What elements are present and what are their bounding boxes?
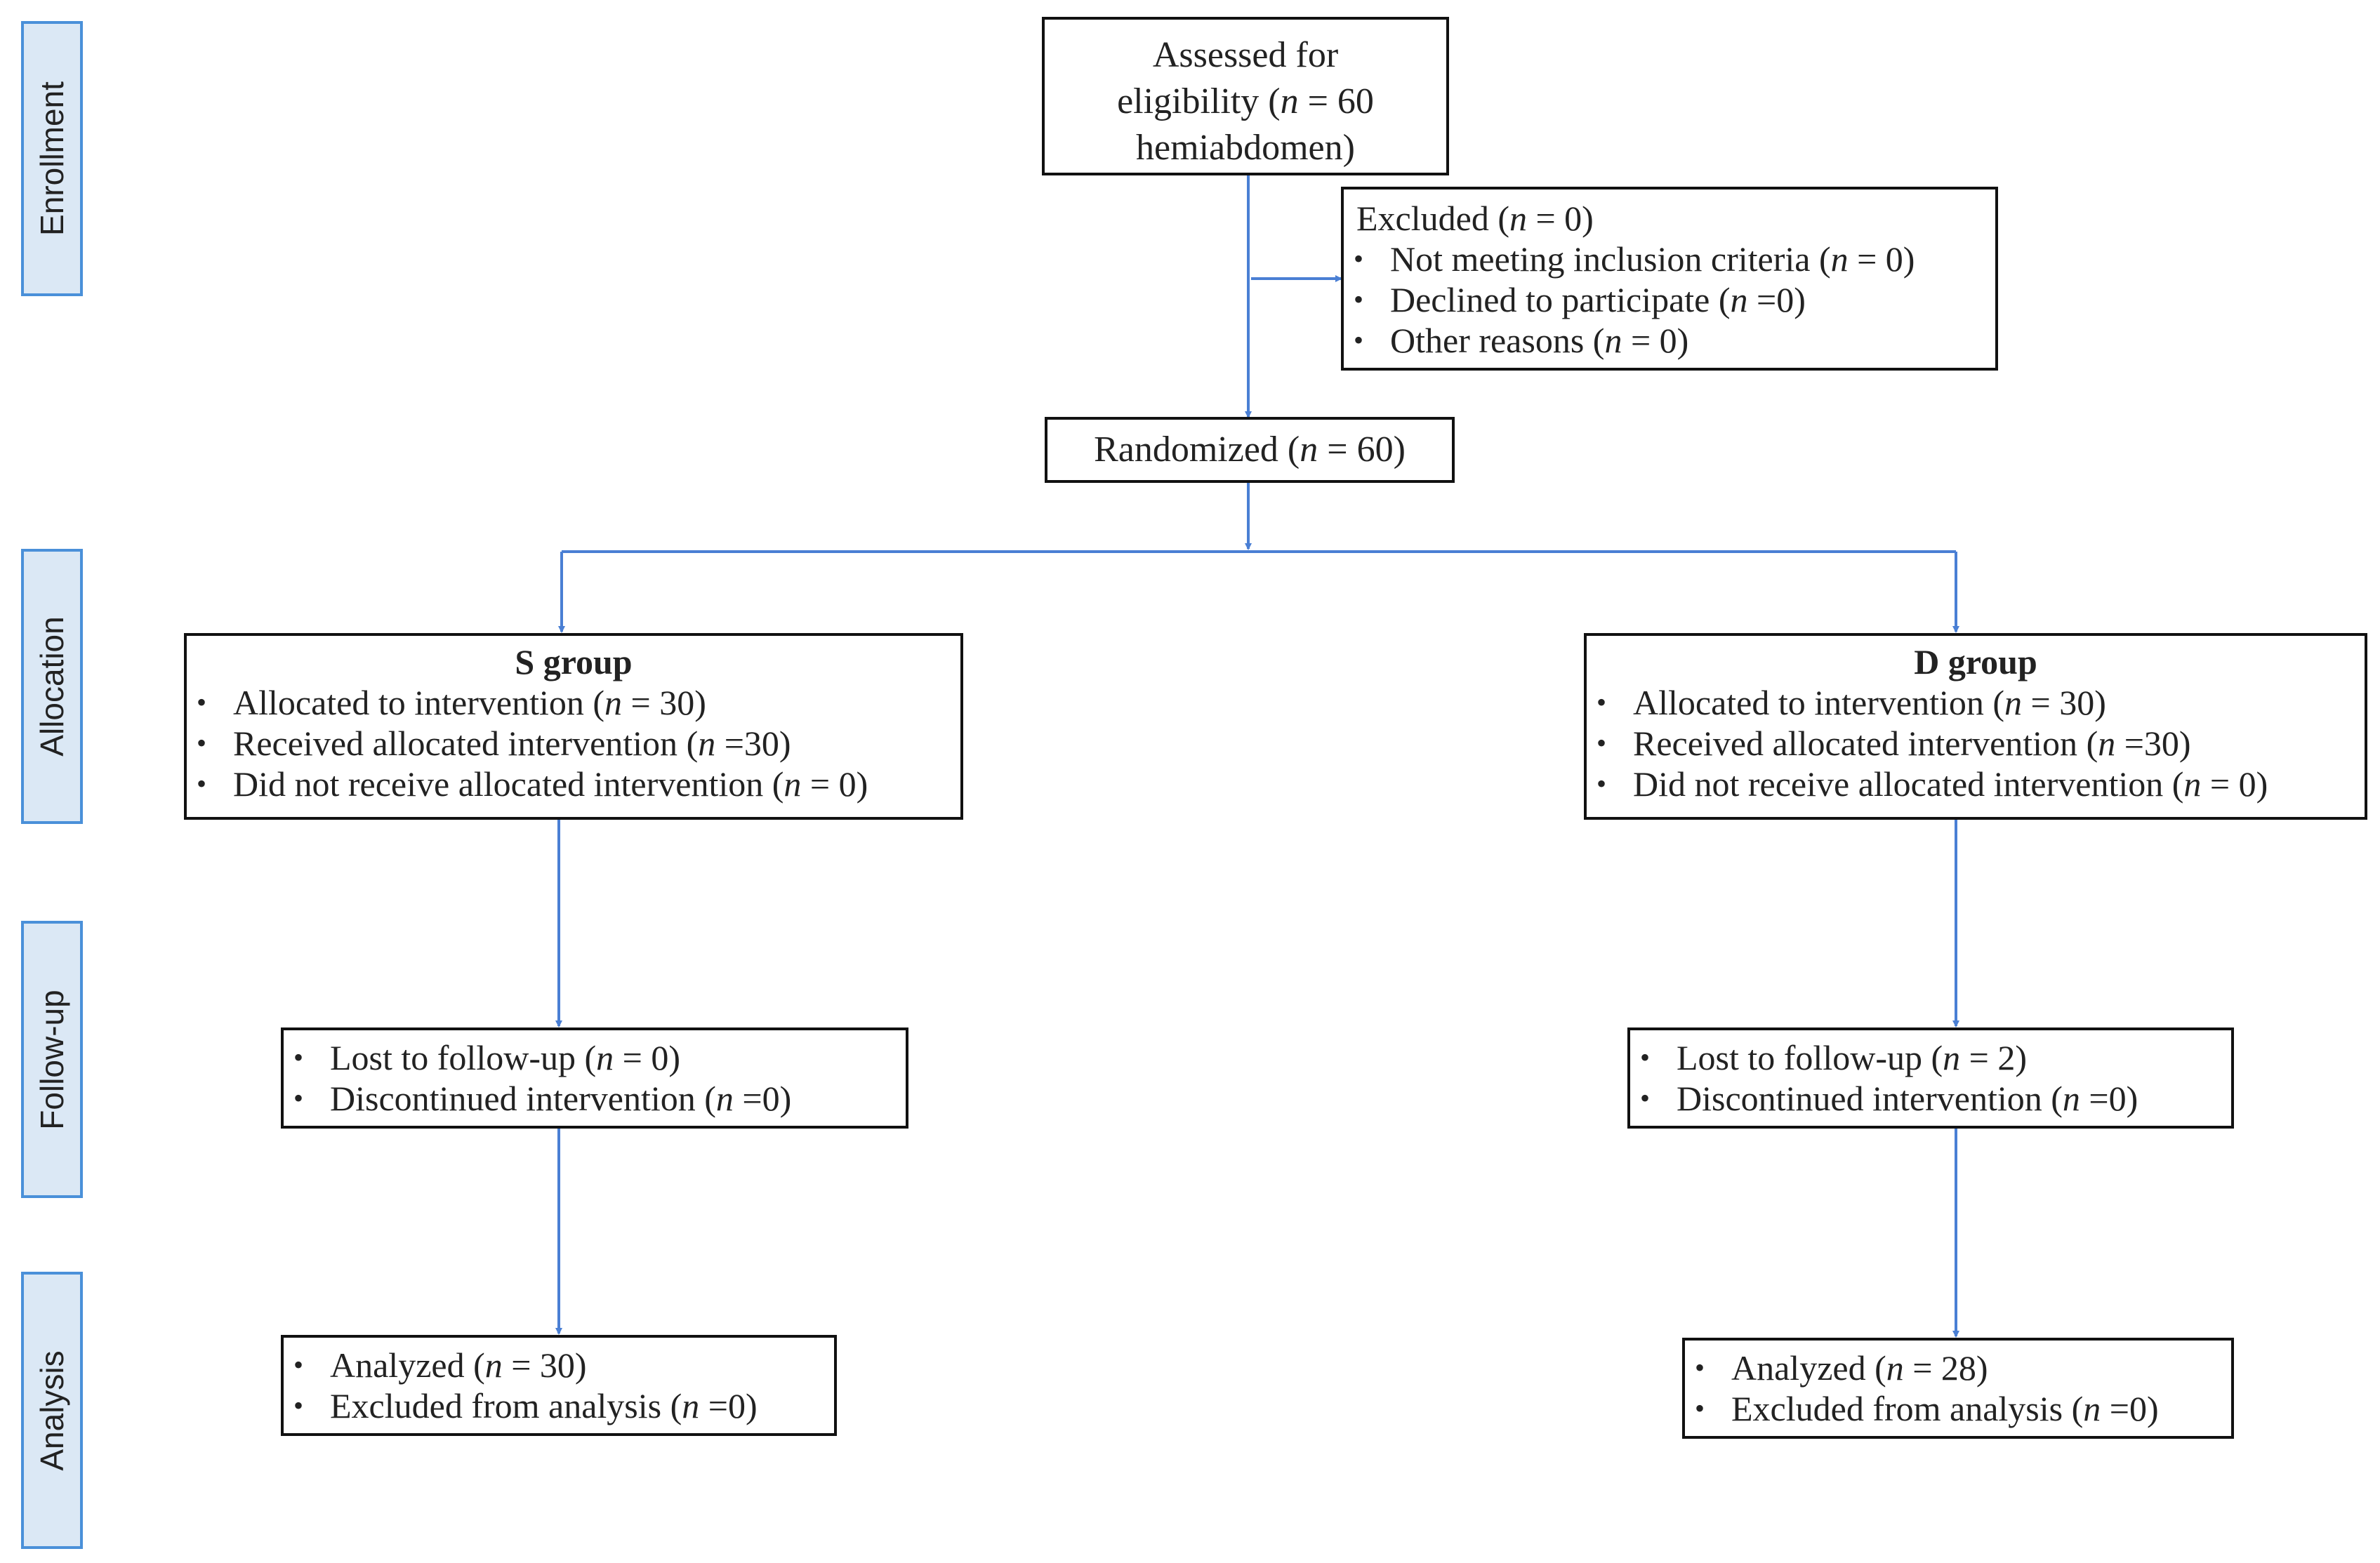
s-group-title: S group	[515, 642, 633, 681]
d-group-excluded-from-analysis: Excluded from analysis (n =0)	[1685, 1388, 2231, 1429]
s-group-analysis-box: Analyzed (n = 30) Excluded from analysis…	[281, 1335, 837, 1436]
d-group-received: Received allocated intervention (n =30)	[1587, 723, 2365, 764]
s-group-follow-up-list: Lost to follow-up (n = 0) Discontinued i…	[284, 1037, 906, 1119]
assessed-line-1: Assessed for	[1152, 35, 1339, 75]
excluded-item-inclusion: Not meeting inclusion criteria (n = 0)	[1344, 239, 1983, 279]
excluded-list: Not meeting inclusion criteria (n = 0) D…	[1344, 239, 1983, 361]
assessed-box: Assessed for eligibility (n = 60 hemiabd…	[1042, 17, 1449, 175]
s-group-allocation-list: Allocated to intervention (n = 30) Recei…	[187, 682, 960, 804]
d-group-follow-up-box: Lost to follow-up (n = 2) Discontinued i…	[1627, 1027, 2234, 1129]
stage-label-follow-up-text: Follow-up	[34, 989, 70, 1130]
d-group-allocation-list: Allocated to intervention (n = 30) Recei…	[1587, 682, 2365, 804]
d-group-analysis-box: Analyzed (n = 28) Excluded from analysis…	[1682, 1338, 2234, 1439]
d-group-title: D group	[1914, 642, 2037, 681]
s-group-analysis-list: Analyzed (n = 30) Excluded from analysis…	[284, 1345, 834, 1426]
s-group-not-received: Did not receive allocated intervention (…	[187, 764, 960, 804]
assessed-line-2: eligibility (n = 60	[1117, 81, 1374, 121]
d-group-not-received: Did not receive allocated intervention (…	[1587, 764, 2365, 804]
randomized-box: Randomized (n = 60)	[1045, 417, 1455, 483]
s-group-excluded-from-analysis: Excluded from analysis (n =0)	[284, 1385, 834, 1426]
assessed-line-3: hemiabdomen)	[1136, 128, 1355, 168]
d-group-follow-up-list: Lost to follow-up (n = 2) Discontinued i…	[1630, 1037, 2231, 1119]
stage-label-analysis: Analysis	[21, 1272, 83, 1549]
s-group-lost-to-follow-up: Lost to follow-up (n = 0)	[284, 1037, 906, 1078]
stage-label-enrollment: Enrollment	[21, 21, 83, 296]
excluded-item-declined: Declined to participate (n =0)	[1344, 279, 1983, 320]
d-group-discontinued: Discontinued intervention (n =0)	[1630, 1078, 2231, 1119]
stage-label-enrollment-text: Enrollment	[34, 81, 70, 236]
randomized-label: Randomized (n = 60)	[1094, 430, 1406, 470]
s-group-allocation-box: S group Allocated to intervention (n = 3…	[184, 633, 963, 820]
stage-label-allocation: Allocation	[21, 549, 83, 824]
stage-label-allocation-text: Allocation	[34, 616, 70, 757]
excluded-box: Excluded (n = 0) Not meeting inclusion c…	[1341, 187, 1998, 371]
excluded-item-other: Other reasons (n = 0)	[1344, 320, 1983, 361]
d-group-analyzed: Analyzed (n = 28)	[1685, 1348, 2231, 1388]
s-group-discontinued: Discontinued intervention (n =0)	[284, 1078, 906, 1119]
stage-label-analysis-text: Analysis	[34, 1350, 70, 1471]
d-group-lost-to-follow-up: Lost to follow-up (n = 2)	[1630, 1037, 2231, 1078]
d-group-analysis-list: Analyzed (n = 28) Excluded from analysis…	[1685, 1348, 2231, 1429]
d-group-allocated: Allocated to intervention (n = 30)	[1587, 682, 2365, 723]
stage-label-follow-up: Follow-up	[21, 921, 83, 1198]
s-group-allocated: Allocated to intervention (n = 30)	[187, 682, 960, 723]
s-group-follow-up-box: Lost to follow-up (n = 0) Discontinued i…	[281, 1027, 908, 1129]
s-group-analyzed: Analyzed (n = 30)	[284, 1345, 834, 1385]
s-group-received: Received allocated intervention (n =30)	[187, 723, 960, 764]
d-group-allocation-box: D group Allocated to intervention (n = 3…	[1584, 633, 2367, 820]
excluded-title: Excluded (n = 0)	[1356, 199, 1594, 238]
